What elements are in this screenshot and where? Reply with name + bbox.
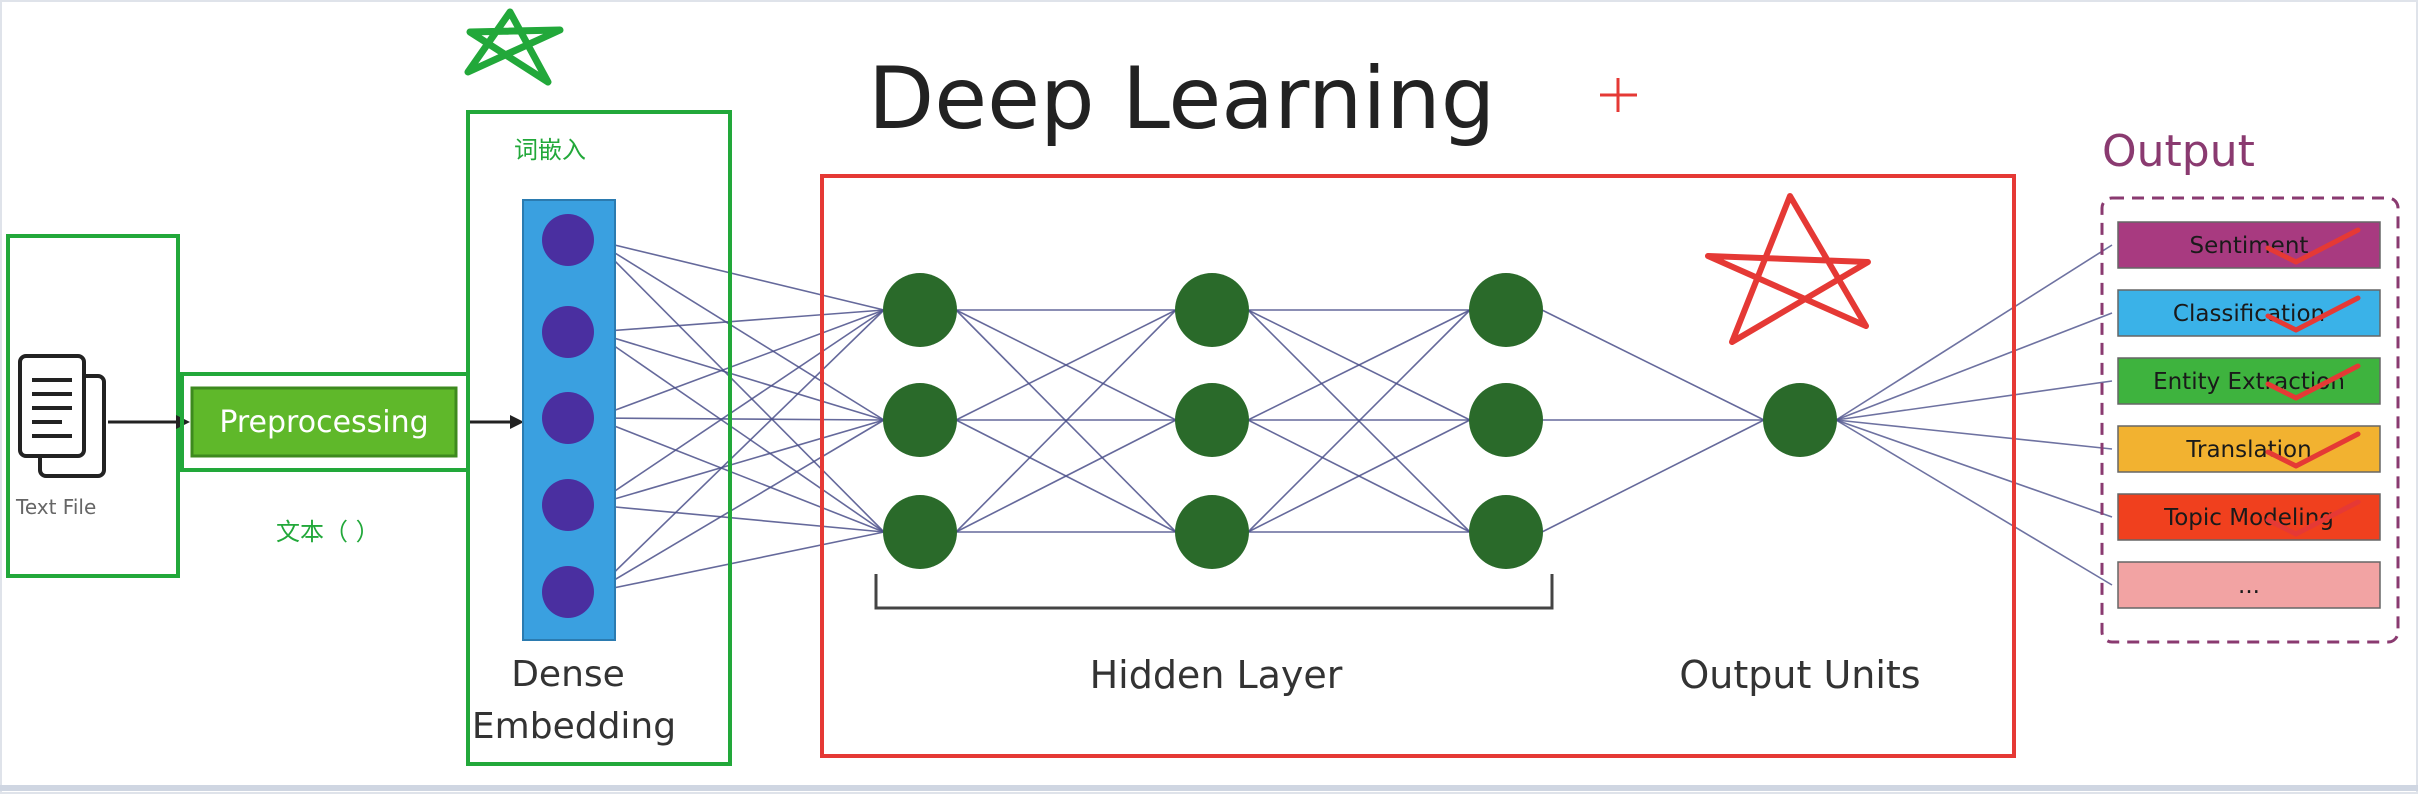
embedding-node xyxy=(542,214,594,266)
input-highlight-box xyxy=(6,234,180,578)
preprocessing-label: Preprocessing xyxy=(219,405,428,440)
hidden-node-layer3 xyxy=(1469,383,1543,457)
output-item-label: ... xyxy=(2238,573,2260,599)
output-fan-edge xyxy=(1835,312,2113,421)
embedding-hidden1-edge xyxy=(593,239,885,311)
output-fan-edge xyxy=(1835,380,2113,421)
preprocessing-block xyxy=(190,386,458,458)
embedding-label-line1: Dense xyxy=(511,654,625,695)
hidden-node-layer2 xyxy=(1175,383,1249,457)
embedding-hidden1-edge xyxy=(593,419,885,506)
embedding-node xyxy=(542,392,594,444)
hidden2-hidden3-edge xyxy=(1247,309,1471,421)
embedding-hidden1-edge xyxy=(593,417,885,533)
hidden-node-layer1 xyxy=(883,273,957,347)
embedding-annotation: 词嵌入 xyxy=(514,136,586,164)
hidden-node-layer2 xyxy=(1175,495,1249,569)
embedding-hidden1-edge xyxy=(593,504,885,533)
output-item-label: Entity Extraction xyxy=(2153,369,2345,395)
hidden3-output-edge xyxy=(1541,309,1765,421)
output-item-box xyxy=(2117,357,2381,405)
hidden-node-layer1 xyxy=(883,383,957,457)
green-star-annotation xyxy=(464,8,564,86)
red-check-icon xyxy=(2265,499,2361,537)
output-fan-edge xyxy=(1835,419,2113,450)
arrowhead-embedding xyxy=(510,415,524,429)
output-item-label: Classification xyxy=(2173,301,2325,327)
output-item-label: Translation xyxy=(2185,437,2311,463)
output-unit-node xyxy=(1763,383,1837,457)
hidden-layer-label: Hidden Layer xyxy=(1090,653,1343,697)
embedding-hidden1-edge xyxy=(593,239,885,421)
text-annotation: 文本（ ） xyxy=(276,518,380,546)
network-edges xyxy=(593,239,2113,593)
embedding-label-line2: Embedding xyxy=(472,706,676,747)
embedding-hidden1-edge xyxy=(593,417,885,421)
red-check-icon xyxy=(2265,431,2361,469)
output-item-box xyxy=(2117,221,2381,269)
embedding-hidden1-edge xyxy=(593,309,885,419)
output-fan-edge xyxy=(1835,419,2113,518)
red-check-icon xyxy=(2265,363,2361,401)
diagram-title: Deep Learning xyxy=(868,49,1495,149)
hidden-node-layer3 xyxy=(1469,495,1543,569)
text-file-label: Text File xyxy=(15,495,96,519)
output-units-label: Output Units xyxy=(1679,653,1920,697)
hidden2-hidden3-edge xyxy=(1247,419,1471,533)
deep-learning-box xyxy=(820,174,2016,758)
embedding-node xyxy=(542,479,594,531)
red-check-icon xyxy=(2265,227,2361,265)
embedding-highlight-box xyxy=(466,110,732,766)
output-item-box xyxy=(2117,561,2381,609)
embedding-node xyxy=(542,566,594,618)
embedding-hidden1-edge xyxy=(593,309,885,333)
red-star-annotation xyxy=(1705,193,1871,345)
output-item-box xyxy=(2117,425,2381,473)
embedding-hidden1-edge xyxy=(593,531,885,593)
output-item-box xyxy=(2117,493,2381,541)
output-heading: Output xyxy=(2102,126,2255,177)
hidden2-hidden3-edge xyxy=(1247,309,1471,533)
output-item-label: Sentiment xyxy=(2190,233,2309,259)
red-check-icon xyxy=(2265,295,2361,333)
embedding-hidden1-edge xyxy=(593,331,885,533)
hidden-node-layer3 xyxy=(1469,273,1543,347)
output-item-box xyxy=(2117,289,2381,337)
embedding-hidden1-edge xyxy=(593,309,885,593)
embedding-hidden1-edge xyxy=(593,239,885,533)
network-nodes xyxy=(542,214,1837,618)
output-fan-edge xyxy=(1835,419,2113,586)
output-dashed-box xyxy=(2100,196,2400,644)
embedding-hidden1-edge xyxy=(593,419,885,593)
embedding-hidden1-edge xyxy=(593,309,885,506)
hidden-layer-bracket xyxy=(874,574,1554,610)
hidden-node-layer2 xyxy=(1175,273,1249,347)
hidden1-hidden2-edge xyxy=(955,419,1177,533)
text-file-icon xyxy=(18,354,106,478)
hidden1-hidden2-edge xyxy=(955,309,1177,533)
output-fan-edge xyxy=(1835,244,2113,421)
crosshair-mark xyxy=(1600,78,1637,112)
embedding-hidden1-edge xyxy=(593,331,885,421)
hidden-node-layer1 xyxy=(883,495,957,569)
embedding-node xyxy=(542,306,594,358)
hidden3-output-edge xyxy=(1541,419,1765,533)
hidden1-hidden2-edge xyxy=(955,309,1177,421)
